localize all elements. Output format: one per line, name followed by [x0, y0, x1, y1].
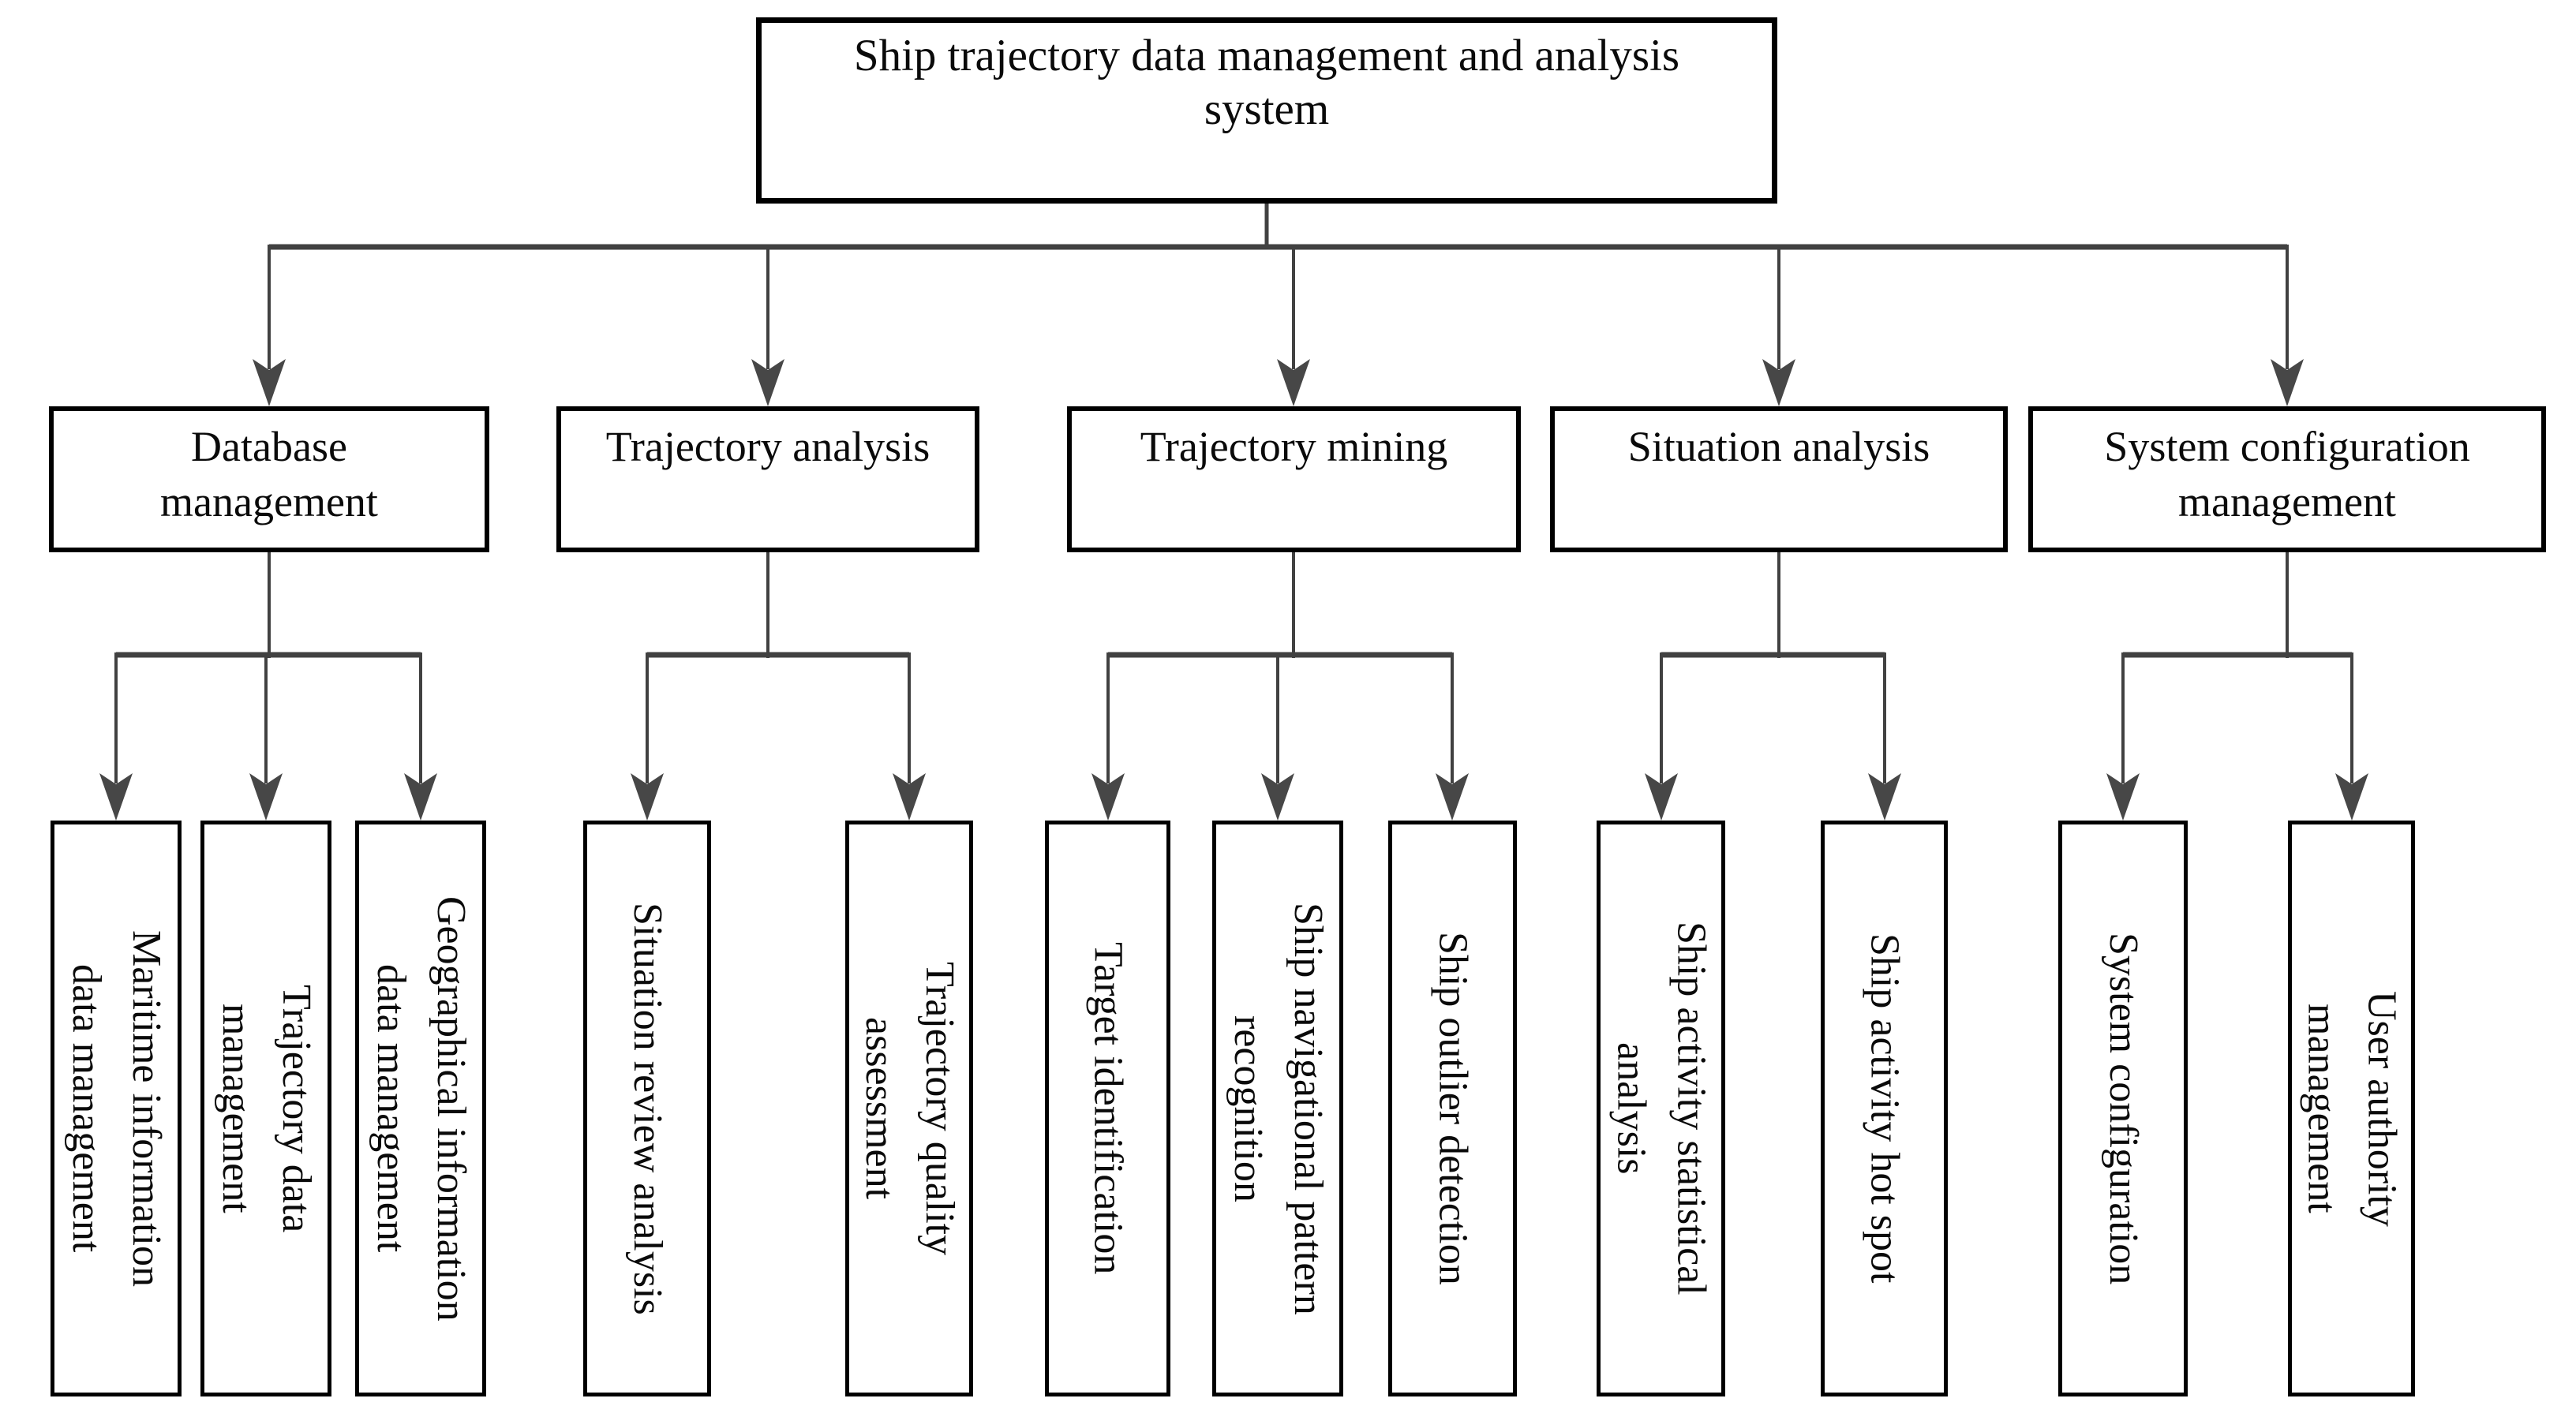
leaf-label: Situation review analysis: [625, 902, 670, 1315]
leaf-box-user-authority-management: User authority management: [2288, 821, 2415, 1396]
leaf-box-situation-review-analysis: Situation review analysis: [583, 821, 711, 1396]
module-label: Trajectory mining: [1140, 423, 1448, 470]
module-box-database-management: Database management: [49, 406, 489, 552]
leaf-label: Ship activity statistical analysis: [1608, 922, 1714, 1295]
leaf-box-target-identification: Target identification: [1045, 821, 1170, 1396]
level2-arrowheads: [99, 773, 2368, 821]
leaf-box-trajectory-data-management: Trajectory data management: [200, 821, 331, 1396]
root-node-label: Ship trajectory data management and anal…: [853, 31, 1680, 80]
root-node: Ship trajectory data management and anal…: [756, 17, 1777, 204]
leaf-box-ship-navigational-pattern-recognition: Ship navigational pattern recognition: [1212, 821, 1343, 1396]
leaf-label: Ship activity hot spot: [1862, 933, 1908, 1284]
leaf-box-maritime-information-data-management: Maritime information data management: [51, 821, 182, 1396]
root-node-label-line2: system: [1204, 84, 1330, 135]
leaf-label: System configuration: [2101, 932, 2146, 1285]
module-box-trajectory-mining: Trajectory mining: [1067, 406, 1521, 552]
leaf-label: Ship outlier detection: [1430, 932, 1476, 1285]
module-box-system-configuration-management: System configuration management: [2028, 406, 2546, 552]
module-label: System configuration: [2104, 423, 2470, 470]
level1-arrowheads: [253, 359, 2304, 406]
module-label-line2: management: [160, 478, 378, 526]
module-box-situation-analysis: Situation analysis: [1550, 406, 2008, 552]
module-box-trajectory-analysis: Trajectory analysis: [556, 406, 979, 552]
leaf-box-trajectory-quality-assessment: Trajectory quality assessment: [845, 821, 973, 1396]
leaf-label: User authority management: [2299, 990, 2405, 1227]
leaf-box-ship-outlier-detection: Ship outlier detection: [1388, 821, 1517, 1396]
leaf-label: Trajectory data management: [214, 984, 319, 1233]
leaf-label: Ship navigational pattern recognition: [1226, 902, 1331, 1315]
level1-connectors: [268, 204, 2289, 369]
leaf-box-ship-activity-hot-spot: Ship activity hot spot: [1821, 821, 1948, 1396]
leaf-label: Target identification: [1085, 942, 1131, 1275]
leaf-box-system-configuration: System configuration: [2058, 821, 2188, 1396]
module-label: Trajectory analysis: [605, 423, 930, 470]
level2-connectors: [114, 552, 2353, 783]
leaf-box-ship-activity-statistical-analysis: Ship activity statistical analysis: [1597, 821, 1725, 1396]
leaf-label: Geographical information data management: [369, 895, 474, 1322]
leaf-box-geographical-information-data-management: Geographical information data management: [355, 821, 486, 1396]
module-label-line2: management: [2178, 478, 2396, 526]
module-label: Situation analysis: [1627, 423, 1930, 470]
leaf-label: Trajectory quality assessment: [857, 961, 962, 1256]
module-label: Database: [191, 423, 347, 470]
leaf-label: Maritime information data management: [64, 929, 169, 1287]
